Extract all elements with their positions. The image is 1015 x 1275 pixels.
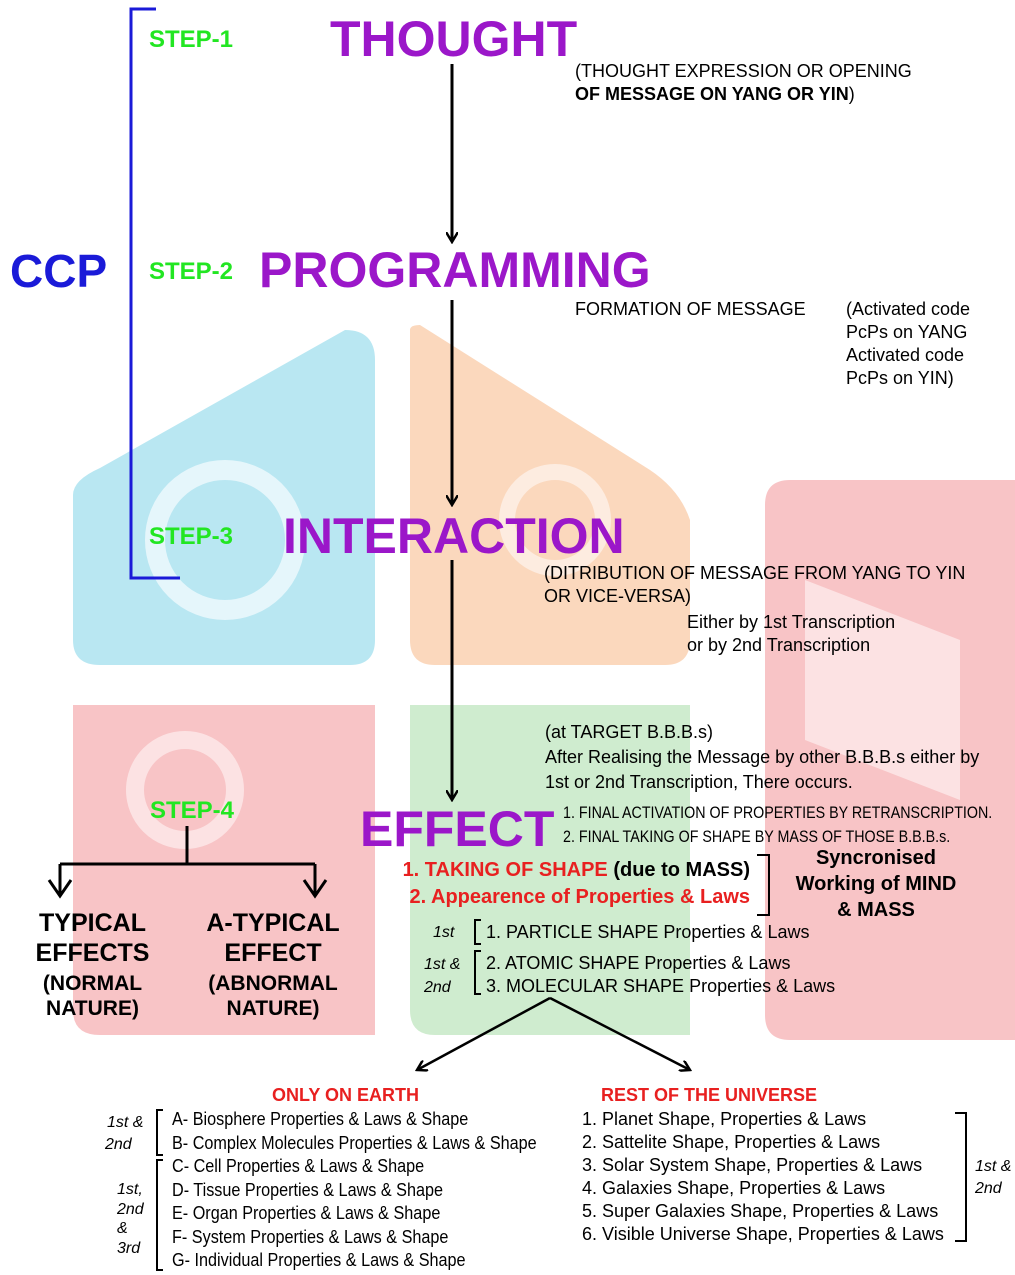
list-item: 4. Galaxies Shape, Properties & Laws bbox=[582, 1177, 944, 1200]
universe-heading: REST OF THE UNIVERSE bbox=[601, 1085, 817, 1106]
step4-fork bbox=[60, 826, 315, 896]
earth-items: A- Biosphere Properties & Laws & Shape B… bbox=[172, 1108, 537, 1273]
title-effect: EFFECT bbox=[360, 800, 554, 858]
list-item: A- Biosphere Properties & Laws & Shape bbox=[172, 1108, 537, 1132]
target-note: (at TARGET B.B.B.s) After Realising the … bbox=[545, 720, 979, 795]
earth-heading: ONLY ON EARTH bbox=[272, 1085, 419, 1106]
step-4-label: STEP-4 bbox=[150, 797, 234, 825]
arrow-to-earth bbox=[417, 998, 550, 1070]
list-item: F- System Properties & Laws & Shape bbox=[172, 1226, 537, 1250]
typical-effects: TYPICAL EFFECTS bbox=[30, 908, 155, 968]
ccp-bracket bbox=[131, 9, 180, 578]
step-3-label: STEP-3 bbox=[149, 523, 233, 551]
list-item: 1. Planet Shape, Properties & Laws bbox=[582, 1108, 944, 1131]
earth-tag-b: 1st, 2nd & 3rd bbox=[117, 1180, 144, 1258]
effect-points: 1. TAKING OF SHAPE (due to MASS) 2. Appe… bbox=[372, 857, 750, 911]
step-2-label: STEP-2 bbox=[149, 258, 233, 286]
list-item: 2. ATOMIC SHAPE Properties & Laws bbox=[486, 952, 835, 976]
title-interaction: INTERACTION bbox=[283, 507, 625, 565]
shape-items: 1. PARTICLE SHAPE Properties & Laws 2. A… bbox=[486, 921, 835, 999]
arrow-to-universe bbox=[550, 998, 690, 1070]
list-item: D- Tissue Properties & Laws & Shape bbox=[172, 1179, 537, 1203]
atypical-nature: (ABNORMAL NATURE) bbox=[198, 971, 348, 1021]
programming-note-codes: (Activated code PcPs on YANG Activated c… bbox=[846, 298, 970, 390]
list-item: 3. MOLECULAR SHAPE Properties & Laws bbox=[486, 975, 835, 999]
transcription-note: Either by 1st Transcription or by 2nd Tr… bbox=[687, 611, 895, 657]
list-item: 6. Visible Universe Shape, Properties & … bbox=[582, 1223, 944, 1246]
title-programming: PROGRAMMING bbox=[259, 241, 651, 299]
target-items: 1. FINAL ACTIVATION OF PROPERTIES BY RET… bbox=[563, 801, 992, 849]
thought-note: (THOUGHT EXPRESSION OR OPENING OF MESSAG… bbox=[575, 60, 912, 106]
interaction-note: (DITRIBUTION OF MESSAGE FROM YANG TO YIN… bbox=[544, 562, 965, 608]
universe-items: 1. Planet Shape, Properties & Laws 2. Sa… bbox=[582, 1108, 944, 1246]
universe-tag: 1st & 2nd bbox=[975, 1156, 1011, 1200]
list-item: G- Individual Properties & Laws & Shape bbox=[172, 1249, 537, 1273]
list-item: C- Cell Properties & Laws & Shape bbox=[172, 1155, 537, 1179]
ccp-label: CCP bbox=[10, 244, 107, 298]
title-thought: THOUGHT bbox=[330, 10, 577, 68]
programming-note-label: FORMATION OF MESSAGE bbox=[575, 298, 806, 321]
list-item: E- Organ Properties & Laws & Shape bbox=[172, 1202, 537, 1226]
list-item: 3. Solar System Shape, Properties & Laws bbox=[582, 1154, 944, 1177]
list-item: 1. PARTICLE SHAPE Properties & Laws bbox=[486, 921, 835, 945]
sync-label: Syncronised Working of MIND & MASS bbox=[776, 845, 976, 923]
typical-nature: (NORMAL NATURE) bbox=[30, 971, 155, 1021]
step-1-label: STEP-1 bbox=[149, 26, 233, 54]
atypical-effect: A-TYPICAL EFFECT bbox=[198, 908, 348, 968]
list-item: B- Complex Molecules Properties & Laws &… bbox=[172, 1132, 537, 1156]
list-item: 5. Super Galaxies Shape, Properties & La… bbox=[582, 1200, 944, 1223]
shape-tag-2: 1st & 2nd bbox=[424, 953, 460, 999]
earth-tag-a: 1st & 2nd bbox=[107, 1112, 143, 1156]
list-item: 2. Sattelite Shape, Properties & Laws bbox=[582, 1131, 944, 1154]
shape-tag-1: 1st bbox=[433, 923, 454, 943]
